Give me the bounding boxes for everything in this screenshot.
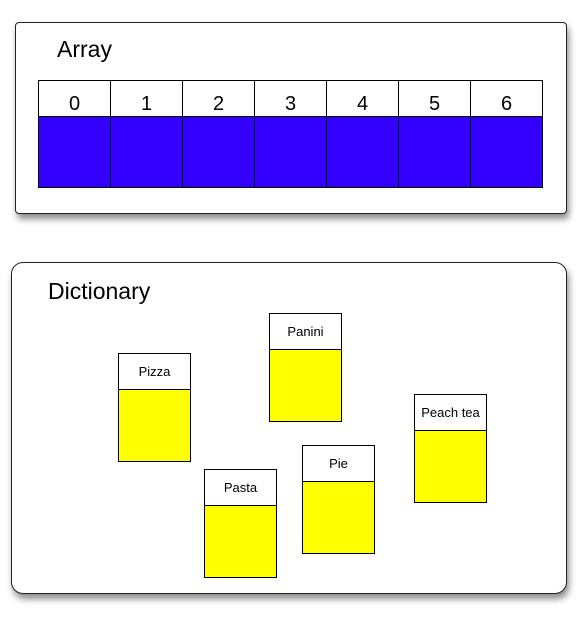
dictionary-key-label: Panini [270,314,341,350]
dictionary-key-label: Pie [303,446,374,482]
dictionary-entry-peach-tea: Peach tea [414,394,487,503]
array-slot [39,117,110,187]
array-index-label: 1 [111,81,182,117]
array-cell: 4 [326,80,399,188]
array-cell: 2 [182,80,255,188]
array-title: Array [57,36,112,62]
array-cell: 3 [254,80,327,188]
dictionary-title: Dictionary [48,278,151,304]
dictionary-panel: Dictionary Pizza Panini Pasta Pie Peach … [11,262,567,594]
array-slot [399,117,470,187]
array-slot [183,117,254,187]
array-index-label: 0 [39,81,110,117]
array-index-label: 4 [327,81,398,117]
dictionary-entry-panini: Panini [269,313,342,422]
array-slot [111,117,182,187]
array-slot [255,117,326,187]
dictionary-value-slot [303,482,374,553]
dictionary-entry-pizza: Pizza [118,353,191,462]
array-index-label: 3 [255,81,326,117]
dictionary-entry-pie: Pie [302,445,375,554]
array-index-label: 5 [399,81,470,117]
array-grid: 0 1 2 3 4 5 6 [38,80,543,188]
dictionary-value-slot [415,431,486,502]
dictionary-key-label: Pizza [119,354,190,390]
array-cell: 6 [470,80,543,188]
dictionary-value-slot [205,506,276,577]
dictionary-key-label: Peach tea [415,395,486,431]
array-cell: 1 [110,80,183,188]
dictionary-entry-pasta: Pasta [204,469,277,578]
array-panel: Array 0 1 2 3 4 5 6 [15,22,567,214]
array-index-label: 6 [471,81,542,117]
dictionary-value-slot [270,350,341,421]
array-cell: 5 [398,80,471,188]
dictionary-value-slot [119,390,190,461]
array-slot [327,117,398,187]
array-slot [471,117,542,187]
dictionary-key-label: Pasta [205,470,276,506]
array-index-label: 2 [183,81,254,117]
array-cell: 0 [38,80,111,188]
